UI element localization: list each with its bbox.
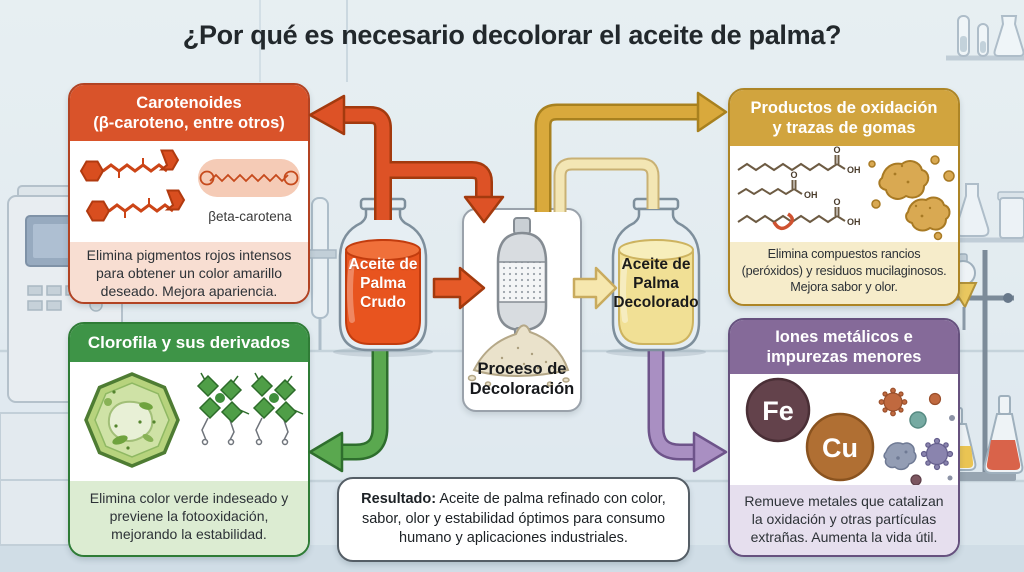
oxidation-box-body: O OH O OH O OH (730, 146, 958, 242)
shelf-glassware-icons (946, 15, 1024, 243)
chlorophyll-molecule-icon (251, 372, 304, 446)
bleached-oil-bottle-label: Aceite de Palma Decolorado (613, 256, 699, 311)
bleaching-process-box: Proceso de Decoloración (462, 208, 582, 412)
cu-symbol: Cu (822, 433, 858, 463)
oxidation-box-description: Elimina compuestos rancios (peróxidos) y… (730, 242, 958, 304)
crude-oil-bottle-label: Aceite de Palma Crudo (348, 256, 418, 311)
atom-o-label: O (833, 197, 840, 207)
metals-box-body: Fe Cu (730, 374, 958, 485)
result-text: Resultado: Aceite de palma refinado con … (361, 491, 666, 547)
oxidation-box-title: Productos de oxidación y trazas de gomas (730, 90, 958, 146)
cu-ion-icon (805, 412, 875, 482)
metals-box: Iones metálicos e impurezas menores Fe C… (728, 318, 960, 557)
fatty-acid-and-gum-icons: O OH O OH O OH (737, 146, 955, 241)
plant-cell-icon (84, 372, 180, 468)
atom-oh-label: OH (847, 217, 861, 227)
atom-o-label: O (833, 146, 840, 155)
impurity-particles-icon (878, 387, 955, 485)
process-step-label: Proceso de Decoloración (469, 360, 575, 398)
carotenoids-box-body: βeta-carotena (70, 141, 308, 242)
chlorophyll-box: Clorofila y sus derivados (68, 322, 310, 557)
burette-icon (303, 197, 337, 350)
result-prefix: Resultado: (361, 491, 437, 508)
oxidation-box: Productos de oxidación y trazas de gomas… (728, 88, 960, 306)
chlorophyll-box-description: Elimina color verde indeseado y previene… (70, 481, 308, 555)
metals-box-description: Remueve metales que catalizan la oxidaci… (730, 485, 958, 555)
carotenoids-box-description: Elimina pigmentos rojos intensos para ob… (70, 242, 308, 302)
atom-oh-label: OH (804, 190, 818, 200)
fe-symbol: Fe (762, 396, 794, 426)
plant-cell-and-chlorophyll-icons (84, 372, 304, 468)
fe-ion-icon (745, 377, 811, 443)
metal-ions-and-particles-icons: Fe Cu (745, 377, 955, 485)
gum-blobs-icon (868, 155, 955, 241)
page-title: ¿Por qué es necesario decolorar el aceit… (182, 20, 842, 50)
carotenoids-box-title: Carotenoides (β-caroteno, entre otros) (70, 85, 308, 141)
atom-oh-label: OH (847, 165, 861, 175)
chlorophyll-box-body (70, 362, 308, 481)
metals-box-title: Iones metálicos e impurezas menores (730, 320, 958, 374)
chlorophyll-box-title: Clorofila y sus derivados (70, 324, 308, 362)
carotenoids-box: Carotenoides (β-caroteno, entre otros) (68, 83, 310, 304)
filter-and-bleaching-earth-icon (467, 217, 570, 387)
carotenoid-molecules-icon: βeta-carotena (79, 149, 300, 224)
beta-carotene-label: βeta-carotena (208, 209, 292, 224)
chlorophyll-molecule-icon (197, 372, 250, 446)
result-box: Resultado: Aceite de palma refinado con … (337, 477, 690, 562)
bleaching-earth-pile-icon (472, 324, 570, 377)
atom-o-label: O (790, 170, 797, 180)
